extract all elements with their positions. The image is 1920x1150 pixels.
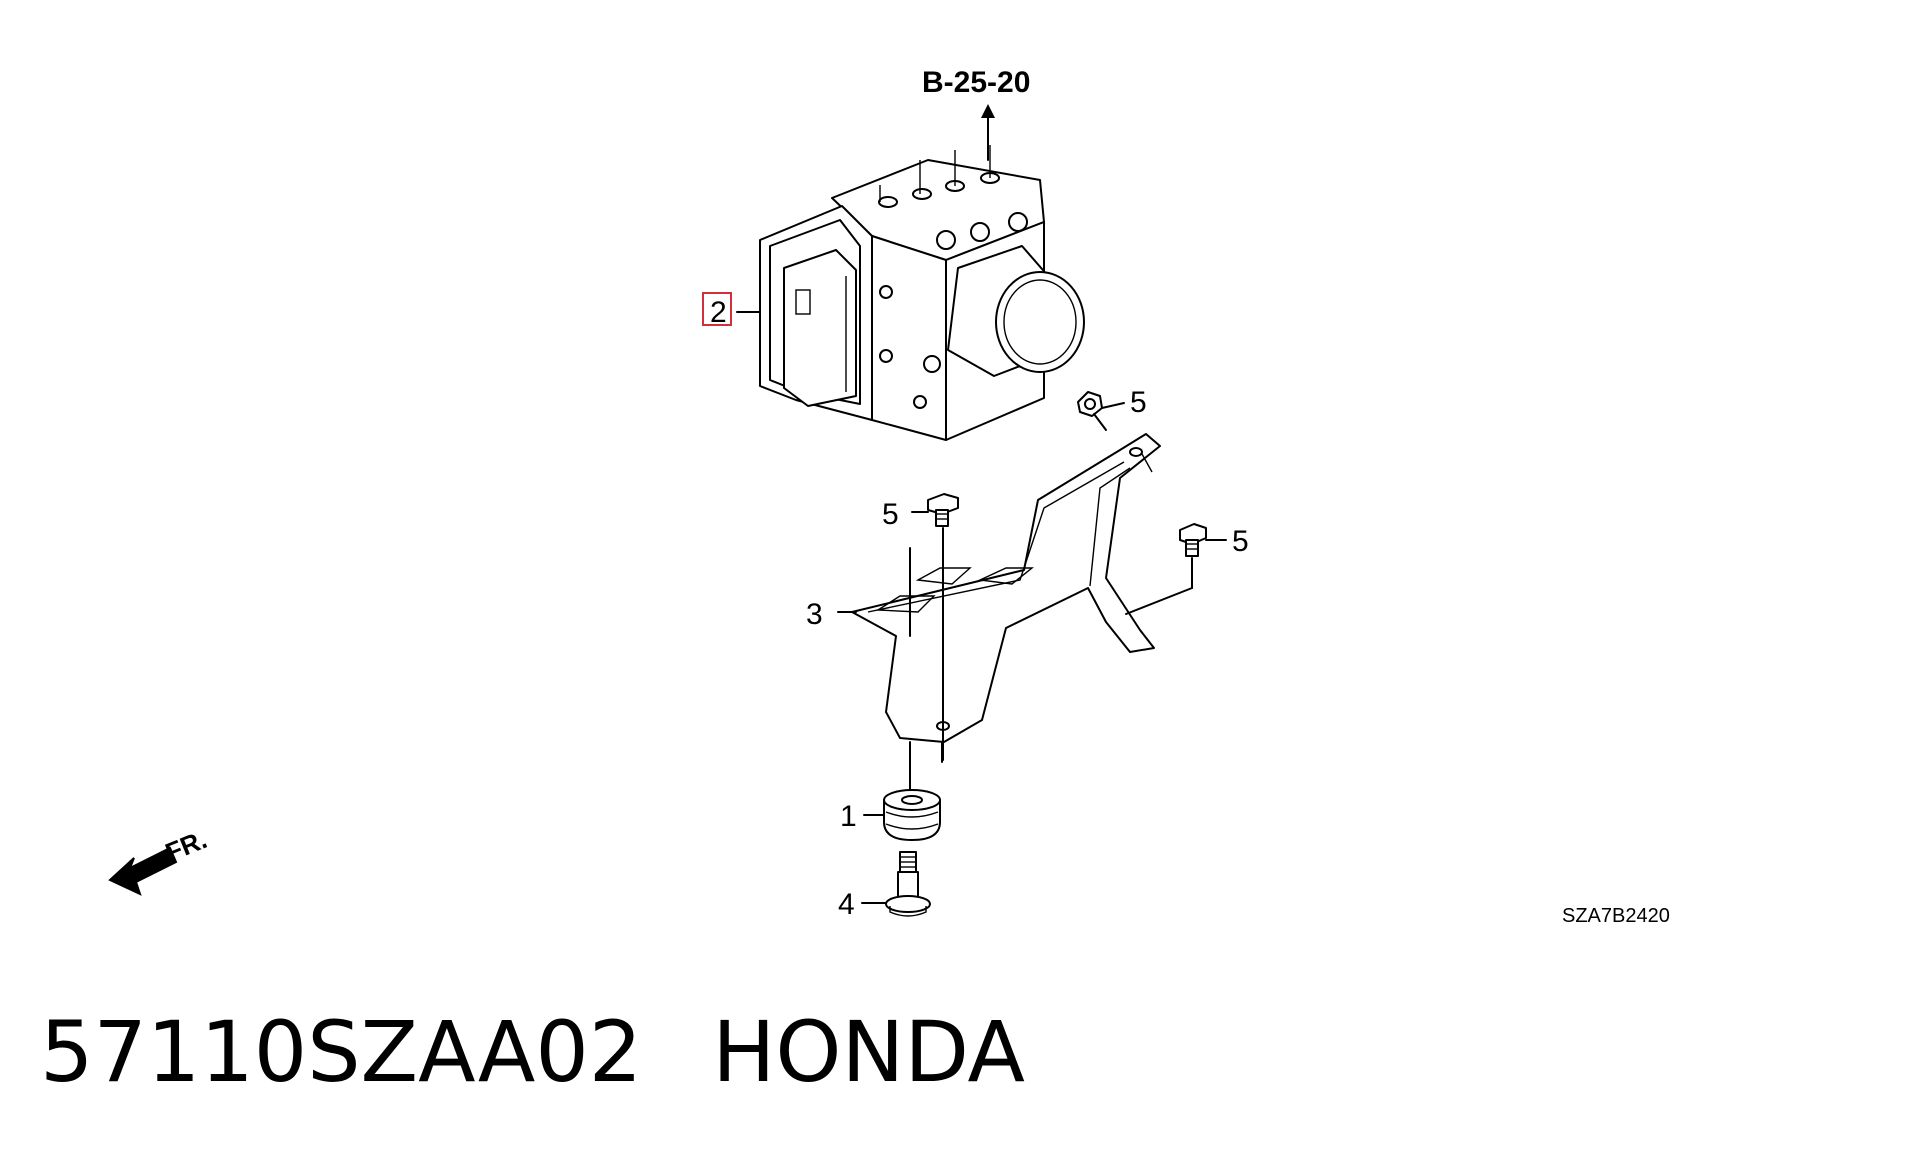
- diagram-id[interactable]: SZA7B2420: [1562, 905, 1670, 927]
- callout-highlight-box: [702, 292, 732, 326]
- part-number[interactable]: 57110SZAA02: [40, 1003, 643, 1101]
- callout-1[interactable]: 1: [840, 800, 857, 833]
- callout-5-mid-left[interactable]: 5: [882, 498, 899, 531]
- callout-2[interactable]: 2: [710, 296, 727, 329]
- callout-5-mid-right[interactable]: 5: [1232, 525, 1249, 558]
- bolt-mid-right: 5: [1125, 523, 1249, 615]
- callout-3[interactable]: 3: [806, 598, 823, 631]
- bracket-assembly: 3: [806, 433, 1161, 743]
- bolt-top-right: 5: [1077, 386, 1147, 431]
- front-arrow-icon: [108, 846, 178, 896]
- mount-rubber: 1: [840, 789, 941, 841]
- reference-code[interactable]: B-25-20: [922, 66, 1030, 99]
- front-direction-indicator: FR.: [108, 824, 211, 896]
- abs-modulator-assembly: 2: [702, 145, 1085, 441]
- mount-bolt: 4: [838, 851, 931, 921]
- reference-pointer: B-25-20: [922, 66, 1030, 161]
- callout-4[interactable]: 4: [838, 888, 855, 921]
- assembly-guide-lines: [909, 547, 943, 791]
- callout-5-top[interactable]: 5: [1130, 386, 1147, 419]
- bolt-mid-left: 5: [882, 493, 959, 761]
- brand-name[interactable]: HONDA: [712, 1003, 1026, 1101]
